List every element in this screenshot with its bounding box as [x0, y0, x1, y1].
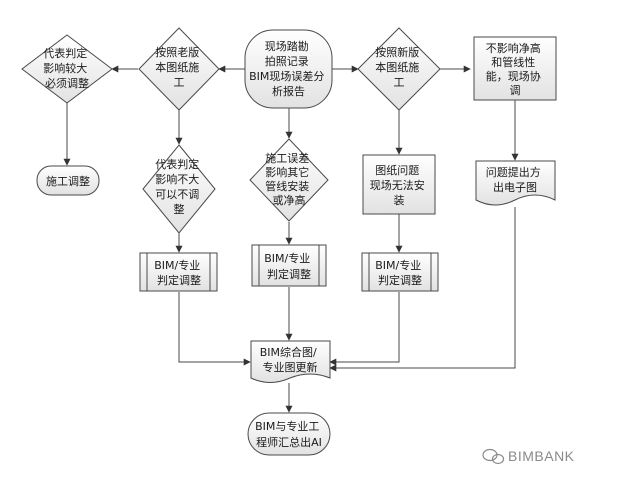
node-bim-judge-2: BIM/专业 判定调整 — [251, 244, 327, 287]
node-minor-impact: 代表判定 影响不大 可以不调 整 — [142, 144, 216, 234]
node-bim-judge-1: BIM/专业 判定调整 — [139, 252, 218, 292]
node-electronic-drawing-text: 问题提出方 出电子图 — [486, 165, 545, 194]
edge-electronic-to-combined — [329, 207, 516, 372]
node-bim-combined: BIM综合图/ 专业图更新 — [250, 340, 331, 383]
node-major-impact: 代表判定 影响较大 必须调整 — [21, 34, 113, 104]
node-pipe-impact: 施工误差 影响其它 管线安装 或净高 — [249, 138, 329, 222]
node-new-drawing-text: 按照新版 本图纸施 工 — [375, 45, 423, 89]
edge-bim1-to-combined — [178, 292, 251, 366]
node-bim-summary: BIM与专业工 程师汇总出AI — [247, 412, 331, 456]
node-bim-judge-3: BIM/专业 判定调整 — [361, 252, 439, 292]
node-new-drawing: 按照新版 本图纸施 工 — [357, 27, 441, 111]
node-survey-report-text: 现场踏勘 拍照记录 BIM现场误差分 析报告 — [249, 39, 328, 98]
node-drawing-problem-text: 图纸问题 现场无法安 装 — [370, 164, 429, 207]
node-pipe-impact-text: 施工误差 影响其它 管线安装 或净高 — [265, 151, 313, 207]
node-minor-impact-text: 代表判定 影响不大 可以不调 整 — [155, 157, 203, 216]
edges — [63, 65, 519, 413]
node-bim-judge-1-text: BIM/专业 判定调整 — [154, 258, 204, 287]
watermark: BIMBANK — [482, 448, 575, 465]
edge-bim3-to-combined — [329, 292, 400, 366]
node-survey-report: 现场踏勘 拍照记录 BIM现场误差分 析报告 — [244, 29, 333, 109]
node-construction-adjust-text: 施工调整 — [46, 174, 90, 188]
node-major-impact-text: 代表判定 影响较大 必须调整 — [43, 46, 91, 90]
node-old-drawing-text: 按照老版 本图纸施 工 — [155, 45, 203, 89]
node-bim-combined-text: BIM综合图/ 专业图更新 — [260, 345, 321, 374]
node-bim-judge-2-text: BIM/专业 判定调整 — [264, 251, 314, 281]
node-bim-summary-text: BIM与专业工 程师汇总出AI — [255, 419, 323, 449]
node-construction-adjust: 施工调整 — [36, 165, 100, 196]
node-bim-judge-3-text: BIM/专业 判定调整 — [375, 258, 425, 287]
node-drawing-problem: 图纸问题 现场无法安 装 — [362, 154, 436, 215]
node-no-impact: 不影响净高 和管线性 能，现场协 调 — [473, 36, 557, 101]
node-old-drawing: 按照老版 本图纸施 工 — [138, 27, 220, 111]
wechat-icon — [482, 448, 505, 465]
node-electronic-drawing: 问题提出方 出电子图 — [475, 160, 556, 206]
node-no-impact-text: 不影响净高 和管线性 能，现场协 调 — [486, 41, 545, 97]
watermark-text: BIMBANK — [508, 448, 575, 464]
